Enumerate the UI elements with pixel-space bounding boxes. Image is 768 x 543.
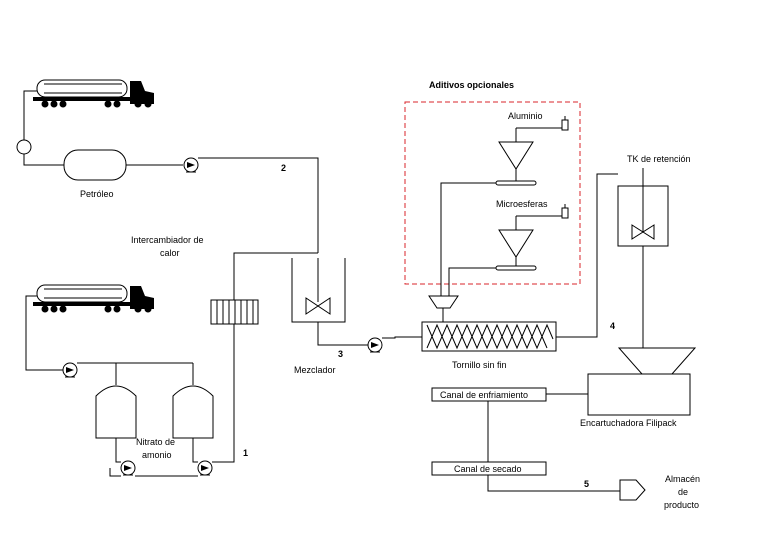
mixer-label: Mezclador: [294, 365, 336, 375]
exchanger-label-line1: Intercambiador de: [131, 235, 204, 245]
aluminio-dosifier: [495, 180, 537, 186]
pipe-stream-5: [487, 475, 620, 492]
stream-number-2: 2: [281, 163, 286, 173]
drying-channel-box: [431, 461, 547, 476]
encartuchadora-label: Encartuchadora Filipack: [580, 418, 677, 428]
microesferas-hopper: [498, 229, 534, 258]
filler-hopper: [617, 347, 697, 375]
storage-label-line1: Almacén: [665, 474, 700, 484]
microesferas-dosifier: [495, 265, 537, 271]
nitrate-label-line2: amonio: [142, 450, 172, 460]
pipe-gauge-to-tank: [23, 154, 64, 166]
cooling-channel-label: Canal de enfriamiento: [440, 390, 528, 400]
drying-channel-label: Canal de secado: [454, 464, 522, 474]
pump-icon: [197, 460, 213, 476]
pipe-additive-microesferas: [448, 267, 496, 296]
pump-icon: [120, 460, 136, 476]
tanker-truck-petroleum: [33, 79, 154, 108]
petroleum-label: Petróleo: [80, 189, 114, 199]
additives-title: Aditivos opcionales: [429, 80, 514, 90]
additives-box: [404, 101, 581, 285]
tanker-truck-nitrate: [33, 284, 154, 313]
petroleum-tank: [63, 149, 127, 181]
retention-tank: [617, 185, 669, 247]
pipe-pump-to-screw: [382, 336, 422, 339]
screw-feed-hopper: [428, 295, 459, 309]
nitrate-silo-2: [172, 385, 214, 439]
storage-label-line3: producto: [664, 500, 699, 510]
pipe-mixer-to-pump: [317, 322, 368, 346]
heat-exchanger-icon: [210, 299, 259, 325]
stream-number-4: 4: [610, 321, 615, 331]
microesferas-label: Microesferas: [496, 199, 548, 209]
stream-number-1: 1: [243, 448, 248, 458]
pump-icon: [183, 157, 199, 173]
nitrate-label-line1: Nitrato de: [136, 437, 175, 447]
product-storage-arrow-icon: [619, 479, 646, 501]
pipe-stream-1: [212, 252, 318, 463]
pipe-additive-aluminio: [440, 182, 496, 296]
pump-icon: [367, 337, 383, 353]
screw-conveyor: [421, 321, 557, 352]
aluminio-label: Aluminio: [508, 111, 543, 121]
pipe-truck-to-gauge: [23, 90, 37, 140]
stream-number-5: 5: [584, 479, 589, 489]
mixer-vessel: [291, 258, 346, 323]
stream-number-3: 3: [338, 349, 343, 359]
pipe-silo-1-out: [115, 438, 121, 463]
pipe-truck-to-pump: [25, 295, 63, 371]
valve-icon: [561, 204, 569, 219]
exchanger-label-line2: calor: [160, 248, 180, 258]
valve-icon: [561, 116, 569, 131]
nitrate-silo-1: [95, 385, 137, 439]
storage-label-line2: de: [678, 487, 688, 497]
aluminio-hopper: [498, 141, 534, 170]
retention-tank-label: TK de retención: [627, 154, 691, 164]
pipe-stream-2: [198, 157, 319, 253]
pipe-pump-loop: [109, 468, 121, 477]
pump-icon: [62, 362, 78, 378]
pipe-silo-2-out: [192, 438, 198, 463]
screw-conveyor-label: Tornillo sin fin: [452, 360, 507, 370]
pipe-stream-4: [556, 173, 618, 338]
encartuchadora-body: [587, 373, 691, 416]
pressure-gauge-icon: [16, 139, 32, 155]
